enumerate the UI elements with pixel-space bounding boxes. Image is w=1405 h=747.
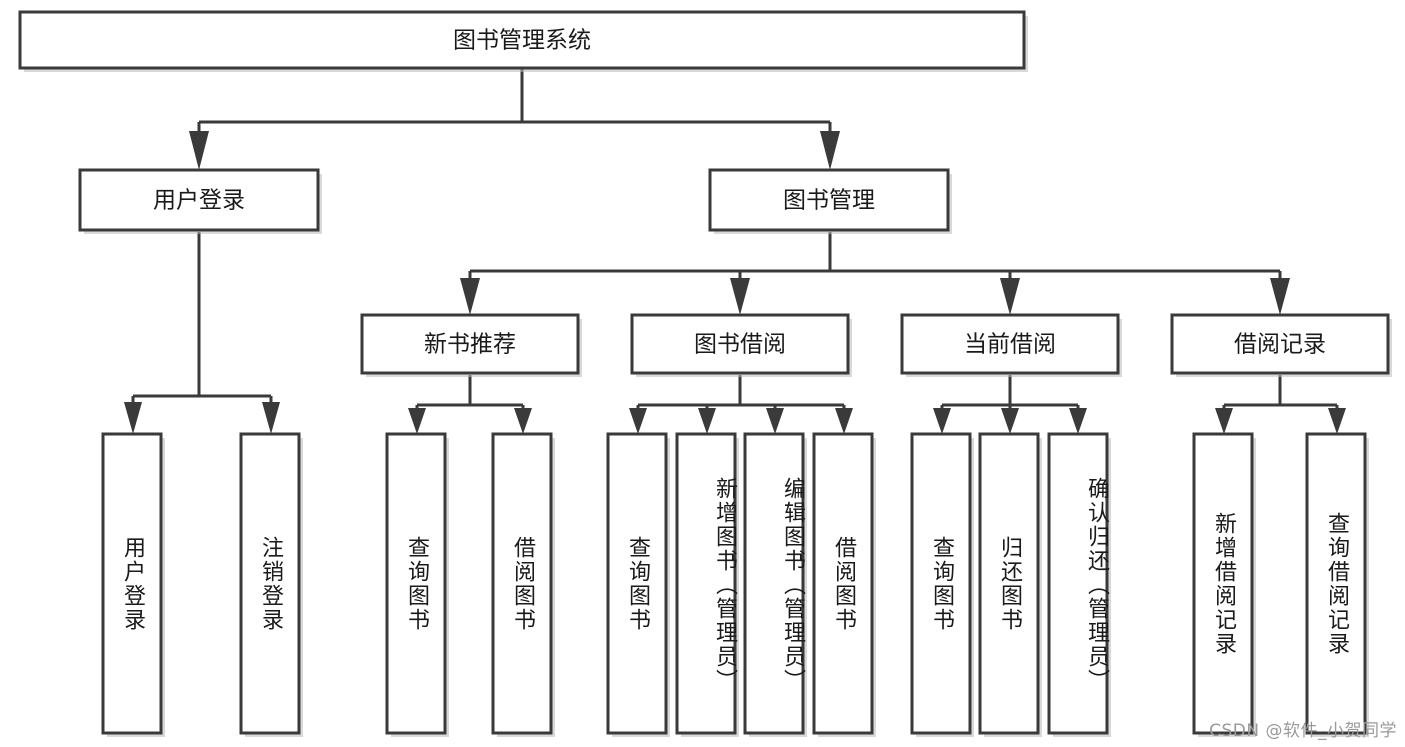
- arrow-head-leaf-query-record: [1328, 408, 1346, 434]
- node-book-borrow-label: 图书借阅: [694, 332, 786, 358]
- edges-book-manage-to-level3: [460, 232, 1290, 315]
- edges-book-borrow-to-leaves: [629, 375, 853, 434]
- arrow-head-leaf-query-book-3: [933, 408, 951, 434]
- edges-current-borrow-to-leaves: [933, 375, 1087, 434]
- edges-borrow-record-to-leaves: [1215, 375, 1346, 434]
- node-user-login-label: 用户登录: [153, 188, 245, 214]
- leaf-return-book-box[interactable]: [978, 432, 1040, 735]
- arrow-head-user-login: [189, 131, 209, 170]
- arrow-head-leaf-borrow-book-1: [514, 408, 532, 434]
- arrow-head-leaf-add-record: [1215, 408, 1233, 434]
- edges-root-to-level2: [189, 68, 840, 170]
- node-borrow-record-box[interactable]: [1170, 313, 1390, 375]
- node-new-book-rec[interactable]: 新书推荐: [360, 313, 582, 377]
- arrow-head-leaf-query-book-2: [629, 408, 647, 434]
- node-current-borrow-box[interactable]: [900, 313, 1120, 375]
- arrow-head-leaf-return-book: [1001, 408, 1019, 434]
- csdn-watermark: CSDN @软件_小贺同学: [1209, 721, 1397, 741]
- leaf-add-record-box[interactable]: [1192, 432, 1254, 735]
- node-new-book-rec-box[interactable]: [360, 313, 580, 375]
- leaf-add-book-box[interactable]: [675, 432, 737, 735]
- arrow-head-leaf-confirm-return: [1069, 408, 1087, 434]
- arrow-head-leaf-user-login: [124, 402, 142, 434]
- leaf-borrow-book-1-box[interactable]: [491, 432, 553, 735]
- node-book-borrow[interactable]: 图书借阅: [630, 313, 852, 377]
- edges-new-book-rec-to-leaves: [408, 375, 532, 434]
- arrow-head-leaf-edit-book: [766, 408, 784, 434]
- leaf-query-record-box[interactable]: [1305, 432, 1367, 735]
- node-user-login[interactable]: 用户登录: [78, 168, 322, 234]
- leaf-query-book-1-box[interactable]: [385, 432, 447, 735]
- leaf-confirm-return-box[interactable]: [1047, 432, 1109, 735]
- node-root[interactable]: 图书管理系统: [18, 10, 1028, 72]
- arrow-head-leaf-query-book-1: [408, 408, 426, 434]
- leaf-edit-book-box[interactable]: [743, 432, 805, 735]
- node-book-manage-box[interactable]: [708, 168, 950, 232]
- node-borrow-record-label: 借阅记录: [1234, 332, 1326, 358]
- node-borrow-record[interactable]: 借阅记录: [1170, 313, 1392, 377]
- leaf-logout-box[interactable]: [239, 432, 301, 735]
- node-book-manage-label: 图书管理: [783, 188, 875, 214]
- arrow-head-leaf-add-book: [698, 408, 716, 434]
- edges-user-login-to-leaves: [124, 232, 280, 434]
- leaf-query-book-2-box[interactable]: [606, 432, 668, 735]
- arrow-head-borrow-record: [1270, 278, 1290, 315]
- arrow-head-new-book-rec: [460, 278, 480, 315]
- node-root-box[interactable]: [18, 10, 1026, 70]
- leaf-borrow-book-2-box[interactable]: [812, 432, 874, 735]
- arrow-head-book-manage: [820, 131, 840, 170]
- arrow-head-book-borrow: [730, 278, 750, 315]
- arrow-head-leaf-logout: [262, 402, 280, 434]
- leaf-query-book-3-box[interactable]: [910, 432, 972, 735]
- arrow-head-current-borrow: [1000, 278, 1020, 315]
- node-user-login-box[interactable]: [78, 168, 320, 232]
- node-root-label: 图书管理系统: [453, 28, 591, 54]
- node-new-book-rec-label: 新书推荐: [424, 332, 516, 358]
- arrow-head-leaf-borrow-book-2: [835, 408, 853, 434]
- node-current-borrow-label: 当前借阅: [964, 332, 1056, 358]
- node-current-borrow[interactable]: 当前借阅: [900, 313, 1122, 377]
- node-book-manage[interactable]: 图书管理: [708, 168, 952, 234]
- leaf-user-login-box[interactable]: [101, 432, 163, 735]
- leaf-boxes: [101, 432, 1369, 737]
- node-book-borrow-box[interactable]: [630, 313, 850, 375]
